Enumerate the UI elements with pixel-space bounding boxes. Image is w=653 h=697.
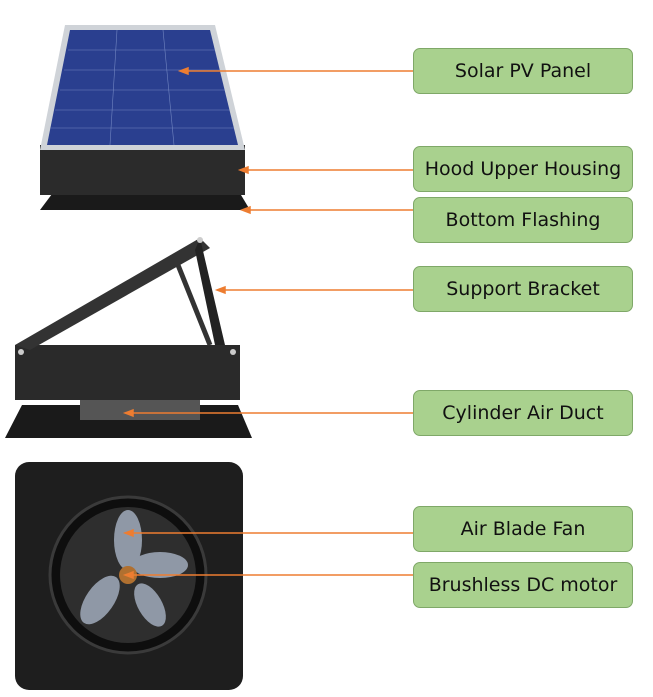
- label-hood-upper-housing: Hood Upper Housing: [413, 146, 633, 192]
- label-cylinder-air-duct: Cylinder Air Duct: [413, 390, 633, 436]
- label-solar-pv-panel: Solar PV Panel: [413, 48, 633, 94]
- label-air-blade-fan: Air Blade Fan: [413, 506, 633, 552]
- label-bottom-flashing: Bottom Flashing: [413, 197, 633, 243]
- side-view-unit-image: [5, 237, 252, 438]
- label-support-bracket: Support Bracket: [413, 266, 633, 312]
- leader-lines: [122, 66, 413, 580]
- solar-panel-unit-image: [40, 25, 250, 210]
- label-brushless-dc-motor: Brushless DC motor: [413, 562, 633, 608]
